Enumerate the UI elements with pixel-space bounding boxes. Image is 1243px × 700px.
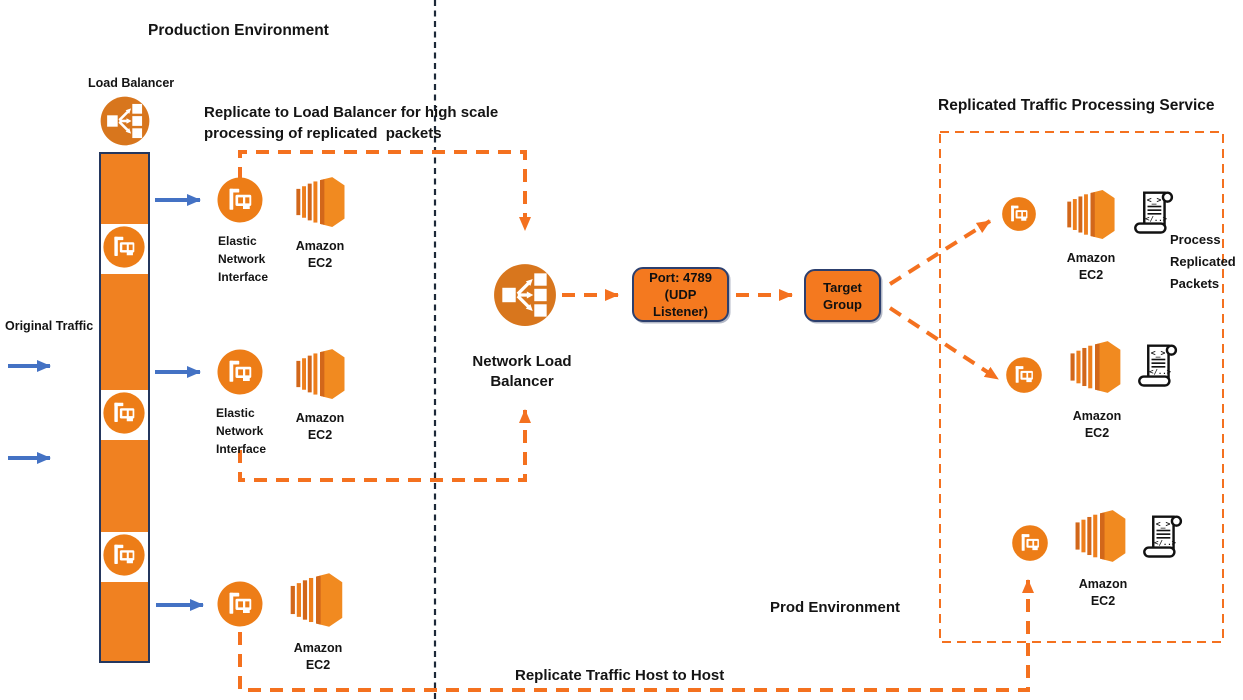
eni-icon — [102, 391, 146, 435]
eni-icon — [102, 225, 146, 269]
amazon-ec2-label: Amazon EC2 — [295, 239, 345, 270]
amazon-ec2-label: Amazon EC2 — [295, 411, 345, 442]
eni-icon — [1001, 196, 1037, 232]
ec2-icon — [1071, 507, 1129, 565]
script-scroll-icon — [1132, 338, 1184, 394]
script-scroll-icon — [1137, 509, 1189, 565]
eni-icon — [1011, 524, 1049, 562]
load-balancer-icon — [99, 95, 151, 147]
prod-environment-label: Prod Environment — [770, 599, 901, 616]
eni-icon — [102, 533, 146, 577]
load-balancer-label: Load Balancer — [88, 76, 175, 90]
path-eni1-to-nlb — [238, 150, 531, 231]
original-traffic-label: Original Traffic — [5, 319, 94, 333]
target-group-box: Target Group — [804, 269, 881, 322]
amazon-ec2-label: Amazon EC2 — [293, 641, 343, 672]
port-listener-box: Port: 4789 (UDP Listener) — [632, 267, 729, 322]
replicate-note: Replicate to Load Balancer for high scal… — [204, 104, 499, 142]
amazon-ec2-label: Amazon EC2 — [1072, 409, 1122, 440]
amazon-ec2-label: Amazon EC2 — [1066, 251, 1116, 282]
eni-icon — [1005, 356, 1043, 394]
ec2-icon — [292, 346, 348, 402]
path-eni2-to-nlb — [238, 409, 531, 482]
replicate-host-label: Replicate Traffic Host to Host — [515, 667, 725, 684]
ec2-icon — [1063, 187, 1118, 242]
path-targetgroup-to-ec2-upper — [888, 219, 992, 286]
ec2-icon — [1066, 338, 1124, 396]
replicated-service-title: Replicated Traffic Processing Service — [938, 97, 1215, 114]
network-load-balancer-label: Network Load Balancer — [472, 353, 572, 390]
network-load-balancer-icon — [492, 262, 558, 328]
eni-icon — [216, 176, 264, 224]
path-targetgroup-to-ec2-lower — [888, 306, 1000, 381]
ec2-icon — [286, 570, 346, 630]
replicated-service-boundary — [939, 131, 1224, 643]
eni-label: Elastic Network Interface — [218, 234, 269, 284]
eni-icon — [216, 348, 264, 396]
process-replicated-packets-label: Process Replicated Packets — [1170, 232, 1236, 291]
ec2-icon — [292, 174, 348, 230]
amazon-ec2-label: Amazon EC2 — [1078, 577, 1128, 608]
path-host-to-host — [238, 579, 1034, 692]
eni-icon — [216, 580, 264, 628]
eni-label: Elastic Network Interface — [216, 406, 267, 456]
production-environment-title: Production Environment — [148, 22, 329, 39]
